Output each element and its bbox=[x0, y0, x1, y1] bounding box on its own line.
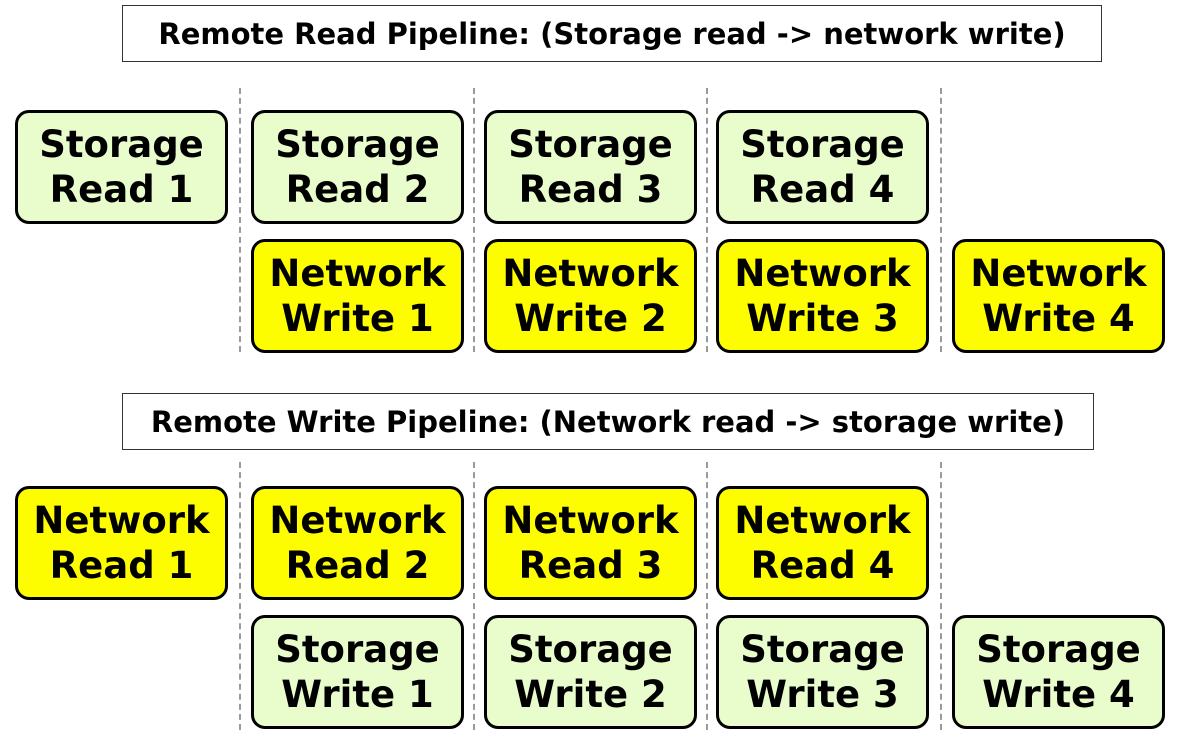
box-line-1: Network bbox=[970, 252, 1147, 295]
box-line-1: Network bbox=[502, 252, 679, 295]
stage-divider bbox=[940, 88, 942, 352]
box-line-2: Write 1 bbox=[281, 673, 434, 716]
network-read-4-box: Network Read 4 bbox=[716, 486, 929, 600]
storage-write-2-box: Storage Write 2 bbox=[484, 615, 697, 729]
stage-divider bbox=[473, 88, 475, 352]
box-line-1: Network bbox=[502, 499, 679, 542]
box-line-1: Network bbox=[269, 252, 446, 295]
stage-divider bbox=[706, 88, 708, 352]
box-line-2: Write 3 bbox=[746, 297, 899, 340]
box-line-2: Read 1 bbox=[49, 168, 194, 211]
box-line-2: Read 1 bbox=[49, 544, 194, 587]
stage-divider bbox=[473, 462, 475, 730]
storage-read-3-box: Storage Read 3 bbox=[484, 110, 697, 224]
box-line-2: Write 4 bbox=[982, 673, 1135, 716]
storage-write-3-box: Storage Write 3 bbox=[716, 615, 929, 729]
box-line-1: Network bbox=[734, 499, 911, 542]
network-read-1-box: Network Read 1 bbox=[15, 486, 228, 600]
box-line-2: Write 2 bbox=[514, 297, 667, 340]
read-pipeline-title: Remote Read Pipeline: (Storage read -> n… bbox=[122, 5, 1102, 62]
stage-divider bbox=[239, 462, 241, 730]
box-line-2: Read 2 bbox=[285, 544, 430, 587]
storage-read-4-box: Storage Read 4 bbox=[716, 110, 929, 224]
box-line-1: Storage bbox=[740, 123, 905, 166]
network-read-3-box: Network Read 3 bbox=[484, 486, 697, 600]
network-write-1-box: Network Write 1 bbox=[251, 239, 464, 353]
box-line-2: Write 4 bbox=[982, 297, 1135, 340]
box-line-1: Storage bbox=[39, 123, 204, 166]
box-line-1: Storage bbox=[508, 628, 673, 671]
box-line-2: Read 3 bbox=[518, 544, 663, 587]
network-read-2-box: Network Read 2 bbox=[251, 486, 464, 600]
storage-read-1-box: Storage Read 1 bbox=[15, 110, 228, 224]
box-line-1: Storage bbox=[508, 123, 673, 166]
network-write-4-box: Network Write 4 bbox=[952, 239, 1165, 353]
network-write-2-box: Network Write 2 bbox=[484, 239, 697, 353]
box-line-2: Read 4 bbox=[750, 544, 895, 587]
network-write-3-box: Network Write 3 bbox=[716, 239, 929, 353]
storage-write-1-box: Storage Write 1 bbox=[251, 615, 464, 729]
box-line-2: Write 2 bbox=[514, 673, 667, 716]
box-line-1: Storage bbox=[275, 628, 440, 671]
box-line-2: Read 4 bbox=[750, 168, 895, 211]
storage-write-4-box: Storage Write 4 bbox=[952, 615, 1165, 729]
box-line-2: Write 3 bbox=[746, 673, 899, 716]
box-line-1: Network bbox=[33, 499, 210, 542]
write-pipeline-title: Remote Write Pipeline: (Network read -> … bbox=[122, 393, 1094, 450]
stage-divider bbox=[239, 88, 241, 352]
stage-divider bbox=[940, 462, 942, 730]
box-line-1: Network bbox=[734, 252, 911, 295]
box-line-1: Storage bbox=[976, 628, 1141, 671]
stage-divider bbox=[706, 462, 708, 730]
box-line-2: Read 3 bbox=[518, 168, 663, 211]
storage-read-2-box: Storage Read 2 bbox=[251, 110, 464, 224]
box-line-2: Write 1 bbox=[281, 297, 434, 340]
box-line-2: Read 2 bbox=[285, 168, 430, 211]
box-line-1: Storage bbox=[740, 628, 905, 671]
box-line-1: Storage bbox=[275, 123, 440, 166]
box-line-1: Network bbox=[269, 499, 446, 542]
